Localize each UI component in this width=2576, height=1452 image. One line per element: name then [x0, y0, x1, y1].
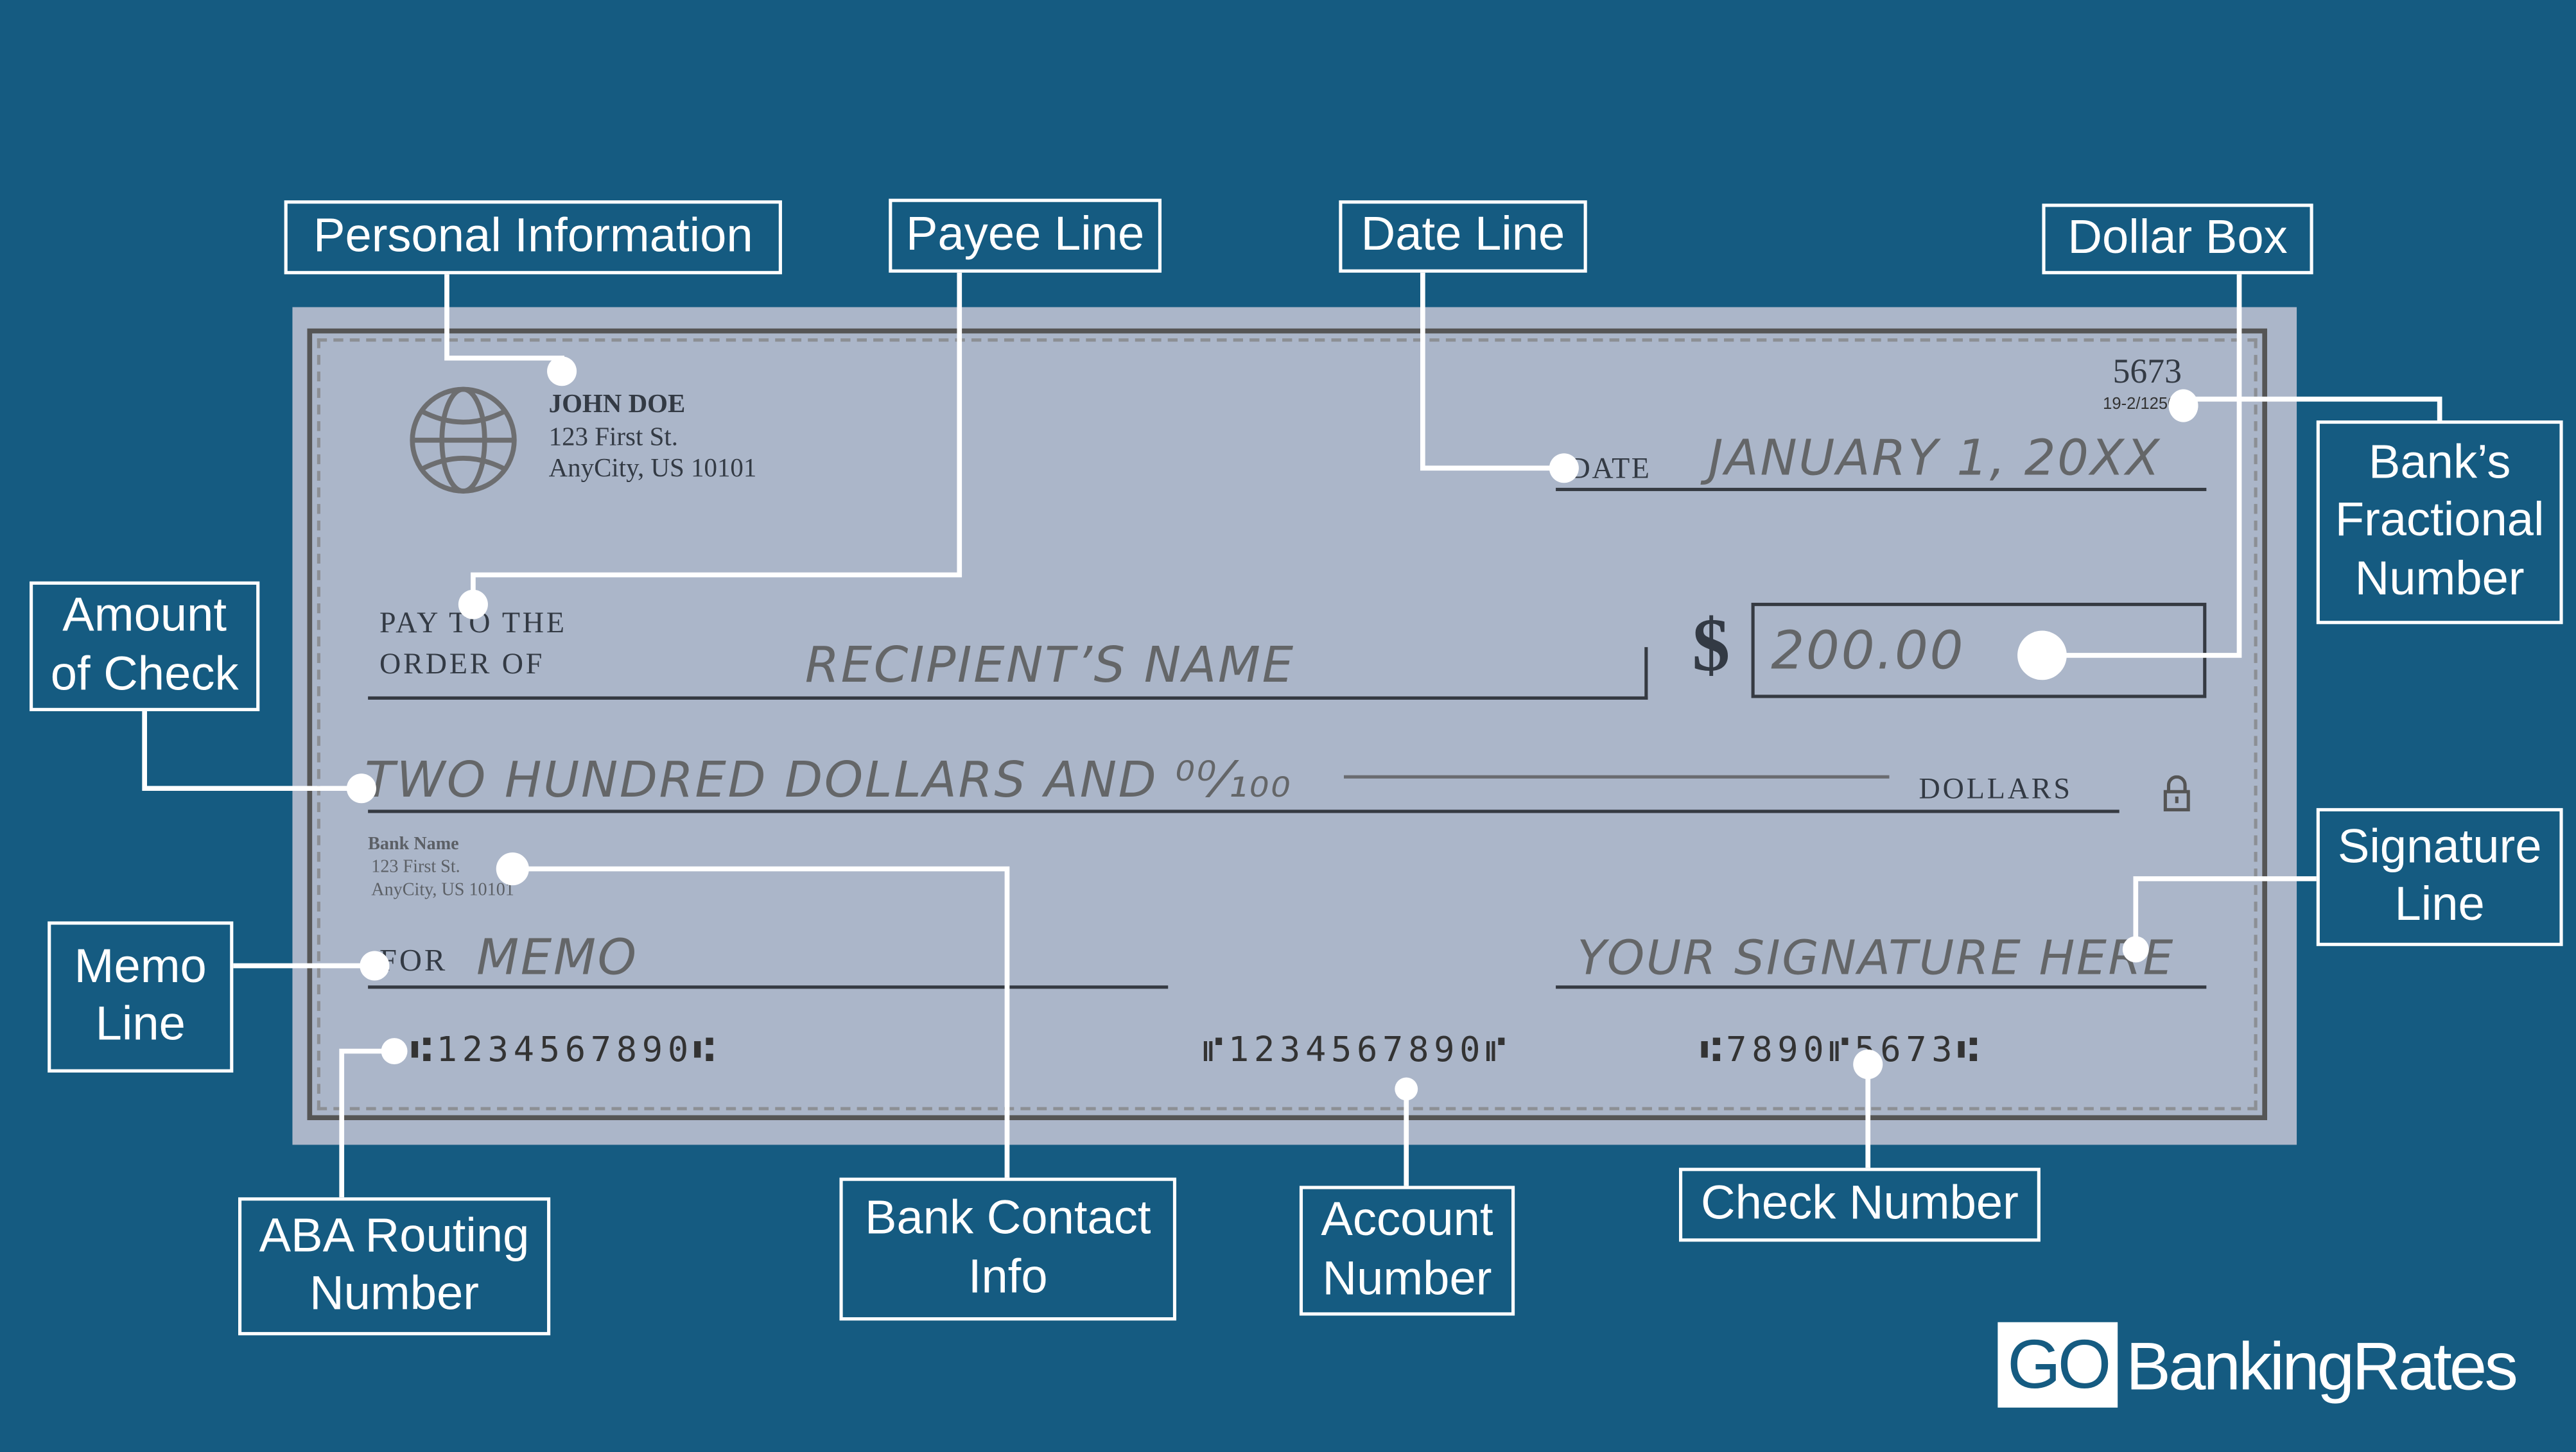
logo-name: BankingRates	[2125, 1328, 2518, 1404]
label-fractional-number: Bank’s Fractional Number	[2316, 420, 2563, 625]
check-border	[307, 328, 2268, 1121]
label-personal-information: Personal Information	[284, 200, 782, 275]
dollars-label: DOLLARS	[1919, 772, 2073, 805]
amount-value: 200.00	[1771, 619, 1965, 682]
owner-city: AnyCity, US 10101	[548, 454, 757, 483]
fractional-number: 19-2/1250	[2103, 395, 2177, 414]
amount-line	[368, 809, 2119, 813]
payee-line	[368, 696, 1648, 700]
payee-name: RECIPIENT’S NAME	[805, 637, 1295, 695]
label-dollar-box: Dollar Box	[2042, 203, 2313, 275]
label-date-line: Date Line	[1339, 200, 1587, 273]
label-account-number: Account Number	[1299, 1186, 1515, 1316]
logo-go: GO	[1997, 1322, 2118, 1408]
memo-line	[368, 985, 1169, 989]
bank-street: 123 First St.	[371, 857, 460, 877]
signature-line	[1556, 985, 2207, 989]
written-amount: TWO HUNDRED DOLLARS AND ⁰⁰⁄₁₀₀	[365, 752, 1292, 810]
globe-icon	[410, 386, 517, 494]
check-body	[292, 307, 2297, 1145]
owner-street: 123 First St.	[548, 424, 678, 452]
label-amount-of-check: Amount of Check	[30, 581, 260, 711]
payee-line-end	[1644, 647, 1648, 700]
micr-routing: ⑆1234567890⑆	[410, 1030, 719, 1069]
owner-name: JOHN DOE	[548, 390, 686, 419]
label-bank-contact-info: Bank Contact Info	[839, 1177, 1177, 1321]
signature-value: YOUR SIGNATURE HERE	[1577, 929, 2175, 986]
label-check-number: Check Number	[1678, 1168, 2041, 1242]
dollar-box	[1751, 603, 2207, 698]
label-memo-line: Memo Line	[48, 921, 234, 1073]
for-label: FOR	[379, 944, 448, 979]
label-signature-line: Signature Line	[2316, 808, 2563, 946]
bank-name: Bank Name	[368, 834, 459, 854]
dollar-sign: $	[1692, 603, 1730, 687]
bank-city: AnyCity, US 10101	[371, 880, 514, 901]
check-number-top: 5673	[2112, 351, 2182, 391]
check-border-inner	[317, 338, 2258, 1111]
micr-account: ⑈1234567890⑈	[1202, 1030, 1511, 1069]
date-label: DATE	[1569, 451, 1651, 485]
label-payee-line: Payee Line	[889, 198, 1162, 273]
memo-value: MEMO	[476, 929, 638, 987]
lock-icon	[2163, 775, 2190, 811]
pay-to-label-2: ORDER OF	[379, 647, 545, 680]
amount-fill-line	[1344, 775, 1890, 779]
date-value: JANUARY 1, 20XX	[1709, 430, 2161, 488]
date-line	[1556, 487, 2207, 492]
label-aba-routing-number: ABA Routing Number	[238, 1197, 551, 1336]
micr-check-number: ⑆7890⑈5673⑆	[1700, 1030, 1983, 1069]
